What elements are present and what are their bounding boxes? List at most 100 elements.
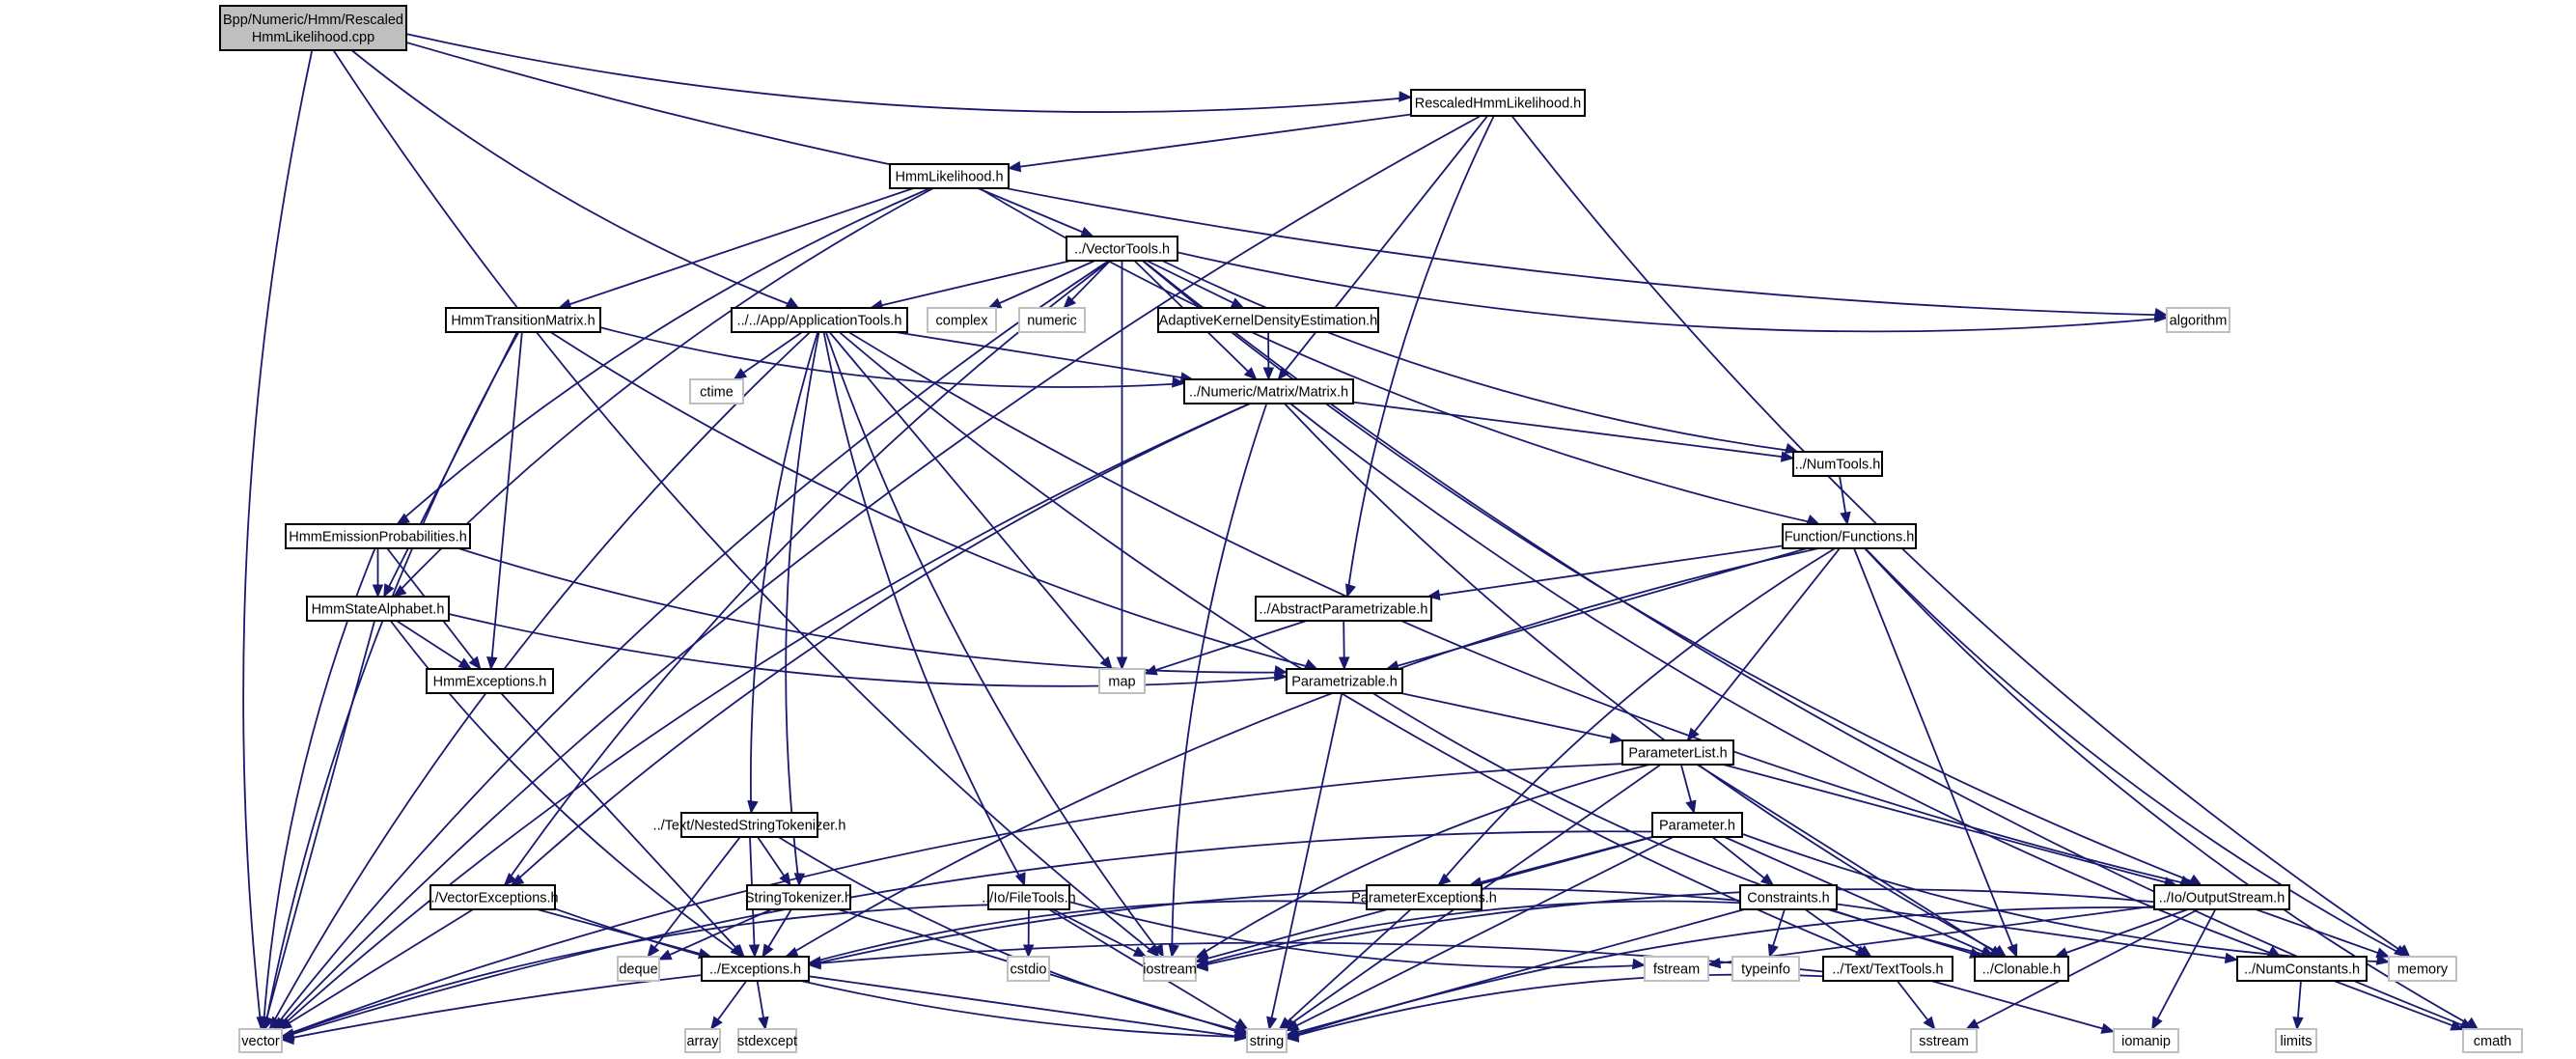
edge-constraints-to-clonable: [1827, 908, 1982, 958]
arrowhead-icon: [1759, 873, 1775, 886]
node-box: [445, 307, 601, 333]
node-text-tools[interactable]: ../Text/TextTools.h: [1822, 956, 1953, 982]
node-numeric[interactable]: numeric: [1018, 307, 1086, 333]
edge-application-tools-to-matrix: [895, 331, 1194, 380]
node-algorithm[interactable]: algorithm: [2166, 307, 2230, 333]
node-nested-string-tokenizer[interactable]: ../Text/NestedStringTokenizer.h: [653, 812, 846, 838]
node-vector-tools[interactable]: ../VectorTools.h: [1066, 236, 1178, 262]
arrowhead-icon: [1022, 944, 1035, 959]
arrowhead-icon: [1099, 655, 1113, 670]
node-array[interactable]: array: [684, 1028, 721, 1053]
node-fstream[interactable]: fstream: [1644, 956, 1709, 982]
node-box: [2166, 307, 2230, 333]
node-hmm-exceptions[interactable]: HmmExceptions.h: [426, 668, 554, 694]
node-abstract-parametrizable[interactable]: ../AbstractParametrizable.h: [1255, 596, 1432, 622]
node-vector-exceptions[interactable]: ../VectorExceptions.h: [427, 884, 559, 910]
node-label: map: [1108, 675, 1135, 690]
edge-functions-to-clonable: [1853, 547, 2018, 958]
edge-hmm-state-alphabet-to-vector: [263, 620, 375, 1030]
edge-matrix-to-iostream: [1171, 403, 1268, 958]
edge-output-stream-to-sstream: [1965, 908, 2200, 1030]
edge-root-to-algorithm: [405, 42, 2168, 317]
arrowhead-icon: [762, 943, 774, 959]
arrowhead-icon: [278, 1017, 293, 1030]
node-label: ../Io/OutputStream.h: [2159, 891, 2285, 906]
arrowhead-icon: [1132, 946, 1148, 958]
arrowhead-icon: [2375, 947, 2391, 959]
arrowhead-icon: [1344, 583, 1356, 599]
node-box: [2462, 1028, 2523, 1053]
node-memory[interactable]: memory: [2388, 956, 2457, 982]
node-map[interactable]: map: [1098, 668, 1146, 694]
node-label: HmmStateAlphabet.h: [312, 602, 445, 618]
node-box: [306, 596, 450, 622]
node-cmath[interactable]: cmath: [2462, 1028, 2523, 1053]
edge-rescaled-hmm-likelihood-to-hmm-likelihood: [1008, 113, 1412, 170]
nodes-layer: Bpp/Numeric/Hmm/RescaledHmmLikelihood.cp…: [219, 5, 2523, 1053]
node-iostream[interactable]: iostream: [1143, 956, 1197, 982]
arrowhead-icon: [710, 1016, 723, 1031]
node-label: ../VectorExceptions.h: [427, 891, 558, 906]
node-output-stream[interactable]: ../Io/OutputStream.h: [2153, 884, 2290, 910]
node-limits[interactable]: limits: [2275, 1028, 2317, 1053]
node-sstream[interactable]: sstream: [1910, 1028, 1978, 1053]
edge-parameter-list-to-vector: [281, 763, 1623, 1038]
arrowhead-icon: [747, 799, 759, 815]
node-box: [1157, 307, 1379, 333]
edge-output-stream-to-string: [1286, 906, 2155, 1039]
edge-parameter-to-constraints: [1711, 836, 1774, 886]
node-label: RescaledHmmLikelihood.h: [1415, 97, 1581, 112]
edge-text-tools-to-iomanip: [1930, 980, 2115, 1033]
edge-vector-tools-to-vector-exceptions: [503, 260, 1111, 886]
node-constraints[interactable]: Constraints.h: [1739, 884, 1838, 910]
node-parametrizable[interactable]: Parametrizable.h: [1286, 668, 1403, 694]
node-string[interactable]: string: [1246, 1028, 1288, 1053]
node-box: [731, 307, 908, 333]
node-typeinfo[interactable]: typeinfo: [1731, 956, 1800, 982]
node-label: StringTokenizer.h: [745, 891, 852, 906]
node-deque[interactable]: deque: [617, 956, 660, 982]
edge-matrix-to-vector-exceptions: [511, 403, 1251, 886]
node-matrix[interactable]: ../Numeric/Matrix/Matrix.h: [1183, 378, 1354, 404]
node-hmm-state-alphabet[interactable]: HmmStateAlphabet.h: [306, 596, 450, 622]
node-hmm-transition-matrix[interactable]: HmmTransitionMatrix.h: [445, 307, 601, 333]
node-complex[interactable]: complex: [927, 307, 997, 333]
node-application-tools[interactable]: ../../App/ApplicationTools.h: [731, 307, 908, 333]
node-functions[interactable]: Function/Functions.h: [1782, 523, 1917, 549]
arrowhead-icon: [1706, 957, 1722, 969]
node-file-tools[interactable]: ../Io/FileTools.h: [982, 884, 1076, 910]
node-hmm-likelihood[interactable]: HmmLikelihood.h: [889, 163, 1010, 189]
node-label: array: [686, 1034, 719, 1049]
node-label: ../VectorTools.h: [1074, 242, 1170, 258]
arrowhead-icon: [2450, 1019, 2465, 1031]
node-root[interactable]: Bpp/Numeric/Hmm/RescaledHmmLikelihood.cp…: [219, 5, 407, 51]
node-label: algorithm: [2170, 314, 2228, 329]
node-num-tools[interactable]: ../NumTools.h: [1792, 451, 1883, 477]
node-adaptive-kde[interactable]: AdaptiveKernelDensityEstimation.h: [1157, 307, 1379, 333]
edge-parameter-to-vector: [281, 830, 1653, 1039]
arrowhead-icon: [647, 943, 660, 959]
node-iomanip[interactable]: iomanip: [2113, 1028, 2179, 1053]
edge-hmm-transition-matrix-to-parametrizable: [549, 331, 1317, 670]
node-cstdio[interactable]: cstdio: [1007, 956, 1050, 982]
node-rescaled-hmm-likelihood[interactable]: RescaledHmmLikelihood.h: [1410, 89, 1586, 117]
node-stdexcept[interactable]: stdexcept: [737, 1028, 797, 1053]
node-parameter[interactable]: Parameter.h: [1651, 812, 1743, 838]
arrowhead-icon: [1063, 295, 1077, 309]
node-num-constants[interactable]: ../NumConstants.h: [2236, 956, 2368, 982]
node-parameter-list[interactable]: ParameterList.h: [1621, 739, 1734, 766]
edge-parametrizable-to-string: [1268, 692, 1343, 1030]
node-box: [889, 163, 1010, 189]
edge-vector-exceptions-to-vector: [278, 908, 474, 1030]
arrowhead-icon: [1784, 442, 1799, 454]
node-string-tokenizer[interactable]: StringTokenizer.h: [745, 884, 852, 910]
node-vector[interactable]: vector: [238, 1028, 283, 1053]
node-clonable[interactable]: ../Clonable.h: [1974, 956, 2069, 982]
edge-rescaled-hmm-likelihood-to-matrix: [1277, 115, 1488, 380]
node-hmm-emission-probabilities[interactable]: HmmEmissionProbabilities.h: [285, 523, 471, 549]
node-parameter-exceptions[interactable]: ParameterExceptions.h: [1351, 884, 1497, 910]
arrowhead-icon: [457, 657, 473, 670]
node-label: cmath: [2474, 1034, 2512, 1049]
node-exceptions[interactable]: ../Exceptions.h: [701, 956, 810, 982]
node-ctime[interactable]: ctime: [689, 378, 744, 404]
